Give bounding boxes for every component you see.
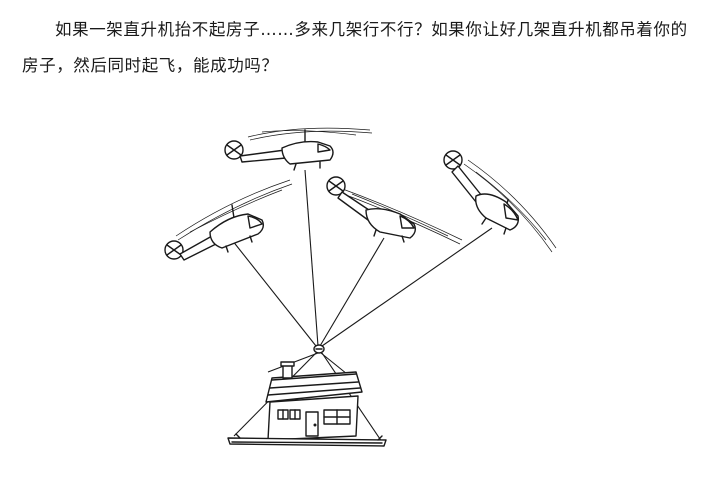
helicopter-1 <box>224 127 373 171</box>
helicopter-3 <box>326 176 463 245</box>
helicopters-lifting-house-illustration <box>164 127 557 447</box>
helicopter-4 <box>443 150 557 253</box>
ropes <box>231 169 493 347</box>
platform <box>227 433 387 447</box>
body-paragraph: 如果一架直升机抬不起房子……多来几架行不行？如果你让好几架直升机都吊着你的房子，… <box>22 20 688 75</box>
hook-ring <box>313 344 325 354</box>
helicopter-2 <box>164 179 293 261</box>
house <box>265 361 363 441</box>
